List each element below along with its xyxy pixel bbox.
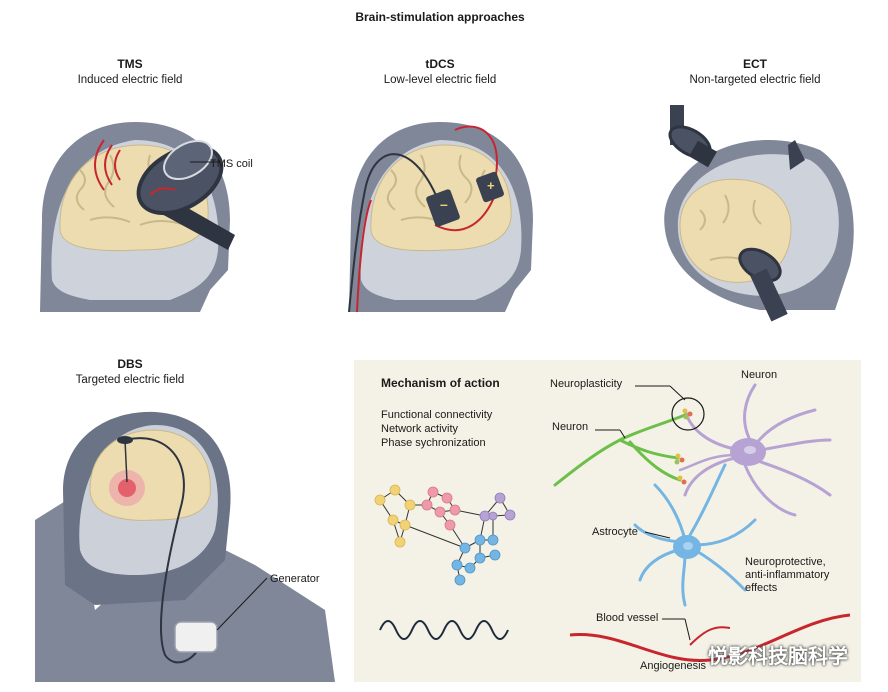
astrocyte-label: Astrocyte: [592, 526, 638, 538]
ect-title: ECT: [743, 57, 767, 71]
tms-coil-label: TMS coil: [210, 158, 253, 170]
tms-illustration: [40, 122, 235, 312]
ect-electrode-top: [668, 105, 718, 168]
watermark-text: 悦影科技脑科学: [708, 644, 848, 668]
mechanism-item-connectivity: Functional connectivity: [381, 409, 493, 421]
dbs-generator: [174, 621, 218, 653]
ect-illustration: [664, 105, 854, 322]
angiogenesis-label: Angiogenesis: [640, 660, 707, 672]
tdcs-illustration: [348, 122, 533, 313]
dbs-subtitle: Targeted electric field: [75, 374, 185, 386]
network-graph: [374, 484, 516, 586]
dbs-generator-label: Generator: [270, 573, 320, 585]
figure-title: Brain-stimulation approaches: [355, 10, 525, 24]
neuron-top-label: Neuron: [741, 369, 778, 381]
tdcs-title: tDCS: [425, 57, 455, 71]
neuroprotective-line-1: Neuroprotective,: [745, 556, 826, 568]
synapse-zoom-circle: [671, 397, 705, 431]
cell-illustration: [553, 383, 851, 662]
mechanism-heading: Mechanism of action: [381, 376, 500, 390]
tdcs-plus-sign: +: [487, 178, 495, 193]
ect-electrode-bottom: [738, 247, 788, 322]
neuroplasticity-label: Neuroplasticity: [550, 378, 623, 390]
mechanism-item-phase: Phase sychronization: [381, 437, 486, 449]
neuron-left-label: Neuron: [552, 421, 589, 433]
tdcs-electrode-minus: [426, 189, 460, 227]
mechanism-panel: [354, 360, 861, 682]
tms-subtitle: Induced electric field: [77, 74, 183, 86]
phase-sine-wave: [379, 620, 509, 640]
neuroprotective-line-2: anti-inflammatory: [745, 569, 830, 581]
mechanism-item-network: Network activity: [381, 423, 459, 435]
neuroprotective-line-3: effects: [745, 582, 778, 594]
tdcs-minus-sign: –: [440, 196, 448, 212]
dbs-title: DBS: [117, 357, 143, 371]
neuron-green: [553, 413, 687, 487]
neuroprotective-label: Neuroprotective, anti-inflammatory effec…: [745, 556, 829, 595]
ect-subtitle: Non-targeted electric field: [689, 74, 821, 86]
tdcs-subtitle: Low-level electric field: [383, 74, 497, 86]
blood-vessel: [569, 613, 851, 662]
blood-vessel-label: Blood vessel: [596, 612, 659, 624]
astrocyte-cell: [633, 463, 757, 607]
dbs-illustration: [35, 411, 335, 682]
tdcs-electrode-plus: [476, 171, 504, 203]
tms-title: TMS: [117, 57, 143, 71]
